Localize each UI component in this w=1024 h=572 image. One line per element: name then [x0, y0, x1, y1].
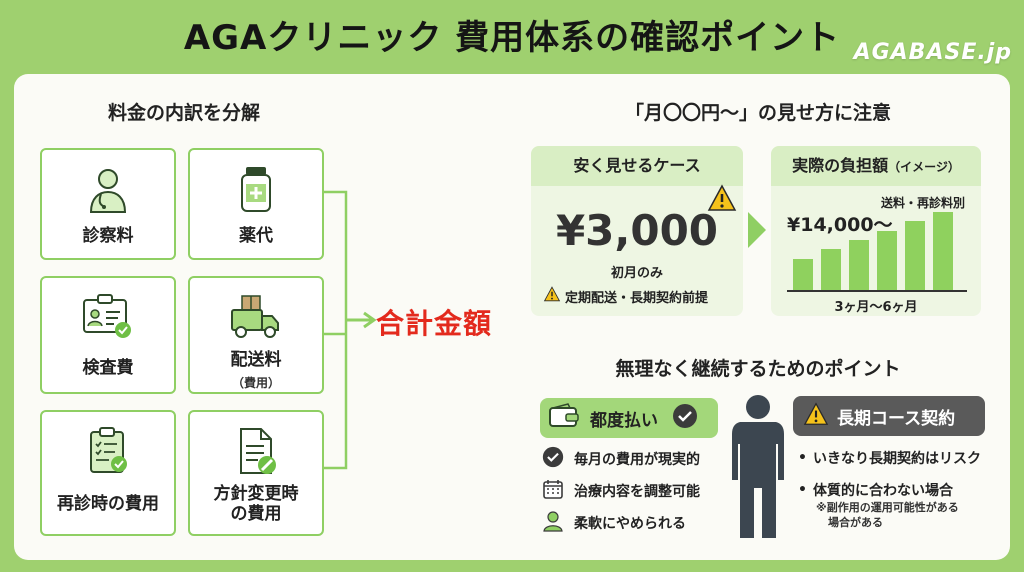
cheap-note: 初月のみ	[610, 266, 663, 281]
chart-baseline	[787, 290, 967, 292]
breakdown-heading: 料金の内訳を分解	[107, 102, 260, 124]
calendar-icon	[542, 478, 564, 504]
card-consultation-fee: 診察料	[40, 148, 176, 260]
cheap-price: ¥3,000	[555, 206, 719, 255]
cost-bar	[849, 240, 869, 290]
long-term-footnote-cont: 場合がある	[828, 516, 883, 529]
pay-per-visit-label: 都度払い	[590, 410, 658, 431]
actual-price: ¥14,000〜	[787, 214, 893, 236]
warning-icon	[543, 286, 561, 306]
cheap-case-header: 安く見せるケース	[531, 146, 743, 186]
pay-item-1: 治療内容を調整可能	[542, 478, 700, 504]
connector-lines	[324, 190, 377, 470]
card-label: 診察料	[82, 226, 134, 246]
cheap-warning-row: 定期配送・長期契約前提	[543, 286, 708, 306]
card-policy-change-fee: 方針変更時 の費用	[188, 410, 324, 536]
person-icon	[542, 510, 564, 536]
total-amount-label: 合計金額	[376, 307, 493, 340]
card-medicine-fee: 薬代	[188, 148, 324, 260]
cost-bar	[821, 249, 841, 290]
cheap-case-box: 安く見せるケース ¥3,000 初月のみ 定期配送・長期契約前提	[531, 146, 743, 316]
shipping-note: 送料・再診料別	[881, 196, 966, 210]
card-test-fee: 検査費	[40, 276, 176, 394]
cost-bar	[933, 212, 953, 290]
card-label: 再診時の費用	[57, 494, 159, 514]
cost-bar	[877, 231, 897, 290]
warning-icon	[707, 184, 737, 216]
long-term-footnote: ※副作用の運用可能性がある	[816, 501, 959, 514]
caution-heading: 「月〇〇円〜」の見せ方に注意	[624, 102, 891, 124]
long-term-chip: 長期コース契約	[793, 396, 985, 436]
check-circle-icon	[672, 403, 698, 434]
card-sublabel: （費用）	[231, 376, 280, 390]
actual-cost-header: 実際の負担額（イメージ）	[771, 146, 981, 186]
actual-cost-box: 実際の負担額（イメージ） 送料・再診料別 ¥14,000〜 3ヶ月〜6ヶ月	[771, 146, 981, 316]
pay-item-2: 柔軟にやめられる	[542, 510, 686, 536]
brand-logo: AGABASE.jp	[853, 40, 1012, 65]
document-edit-icon	[190, 426, 322, 478]
period-label: 3ヶ月〜6ヶ月	[834, 300, 918, 315]
check-circle-icon	[542, 446, 564, 472]
arrow-right-icon	[748, 212, 766, 248]
long-term-label: 長期コース契約	[837, 408, 956, 429]
page-title: AGAクリニック 費用体系の確認ポイント	[183, 18, 841, 58]
doctor-icon	[42, 164, 174, 216]
card-label: 検査費	[82, 358, 134, 378]
card-label: 方針変更時 の費用	[213, 484, 299, 525]
pay-item-0: 毎月の費用が現実的	[542, 446, 700, 472]
card-label: 薬代	[239, 226, 273, 246]
person-silhouette-icon	[732, 395, 784, 538]
long-term-item-0: • いきなり長期契約はリスク	[798, 450, 981, 467]
id-card-check-icon	[42, 292, 174, 344]
card-shipping-fee: 配送料 （費用）	[188, 276, 324, 394]
warning-icon	[803, 401, 829, 431]
delivery-truck-icon	[190, 292, 322, 344]
card-revisit-fee: 再診時の費用	[40, 410, 176, 536]
cost-bar	[905, 221, 925, 290]
wallet-icon	[548, 402, 580, 434]
cost-bar	[793, 259, 813, 290]
medicine-bottle-icon	[190, 164, 322, 216]
long-term-item-1: • 体質的に合わない場合	[798, 482, 953, 499]
pay-per-visit-chip: 都度払い	[540, 398, 718, 438]
clipboard-check-icon	[42, 426, 174, 478]
tips-heading: 無理なく継続するためのポイント	[615, 358, 901, 380]
cheap-warning-text: 定期配送・長期契約前提	[565, 290, 709, 306]
card-label: 配送料	[230, 350, 282, 370]
